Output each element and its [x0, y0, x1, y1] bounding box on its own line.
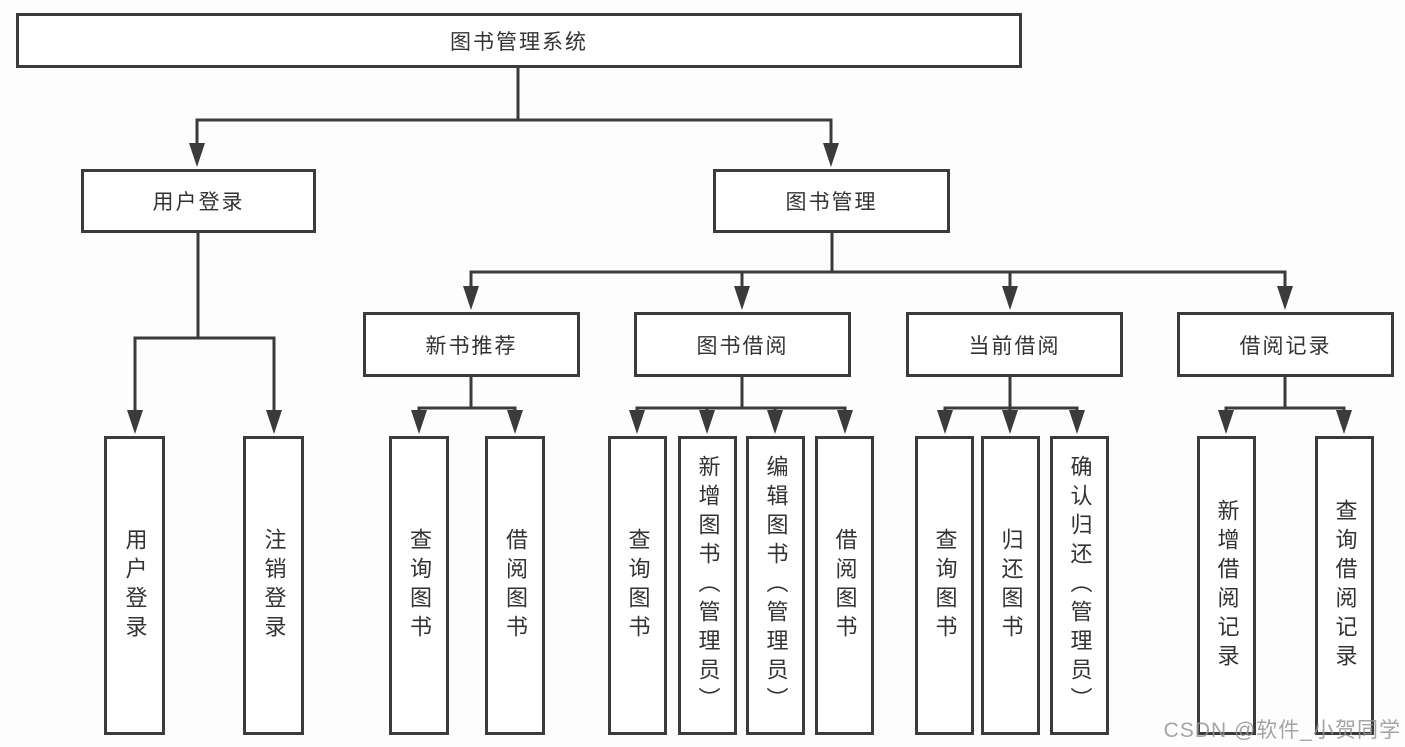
leaf-label: 查询图书	[407, 527, 432, 644]
arrowhead-icon	[1336, 410, 1352, 434]
arrowhead-icon	[629, 410, 645, 434]
node-new-book-recommendation: 新书推荐	[363, 312, 580, 377]
leaf-label: 查询借阅记录	[1332, 498, 1358, 673]
arrowhead-icon	[823, 143, 839, 167]
arrowhead-icon	[411, 410, 427, 434]
leaf-label: 查询图书	[625, 527, 651, 644]
leaf-confirm-return-admin: 确认归还（管理员）	[1050, 436, 1109, 735]
leaf-label: 确认归还（管理员）	[1067, 455, 1093, 716]
leaf-query-borrow-record: 查询借阅记录	[1315, 436, 1374, 735]
arrowhead-icon	[837, 410, 853, 434]
leaf-add-books-admin: 新增图书（管理员）	[678, 436, 737, 735]
arrowhead-icon	[1277, 286, 1293, 310]
arrowhead-icon	[1069, 410, 1085, 434]
leaf-label: 注销登录	[261, 527, 287, 644]
node-book-borrowing: 图书借阅	[634, 312, 851, 377]
arrowhead-icon	[189, 143, 205, 167]
node-book-management: 图书管理	[713, 169, 950, 233]
leaf-edit-books-admin: 编辑图书（管理员）	[746, 436, 805, 735]
arrowhead-icon	[127, 410, 143, 434]
node-root: 图书管理系统	[16, 13, 1022, 68]
leaf-label: 借阅图书	[503, 527, 528, 644]
arrowhead-icon	[937, 410, 953, 434]
leaf-label: 新增图书（管理员）	[695, 455, 721, 716]
arrowhead-icon	[507, 410, 523, 434]
arrowhead-icon	[266, 410, 282, 434]
leaf-borrow-books: 借阅图书	[815, 436, 874, 735]
arrowhead-icon	[767, 410, 783, 434]
arrowhead-icon	[463, 286, 479, 310]
leaf-borrow-books-rec: 借阅图书	[485, 436, 545, 735]
leaf-user-login: 用户登录	[104, 436, 165, 735]
leaf-label: 借阅图书	[832, 527, 858, 644]
arrowhead-icon	[1002, 410, 1018, 434]
node-user-login: 用户登录	[81, 169, 316, 233]
arrowhead-icon	[1002, 286, 1018, 310]
arrowhead-icon	[699, 410, 715, 434]
leaf-add-borrow-record: 新增借阅记录	[1197, 436, 1256, 735]
leaf-label: 新增借阅记录	[1214, 498, 1240, 673]
arrowhead-icon	[734, 286, 750, 310]
leaf-label: 用户登录	[122, 527, 148, 644]
leaf-query-books-rec: 查询图书	[389, 436, 449, 735]
leaf-query-books-borrow: 查询图书	[608, 436, 667, 735]
node-borrowing-records: 借阅记录	[1177, 312, 1394, 377]
leaf-query-books-current: 查询图书	[915, 436, 974, 735]
arrowhead-icon	[1218, 410, 1234, 434]
node-current-borrowing: 当前借阅	[906, 312, 1123, 377]
leaf-logout: 注销登录	[243, 436, 304, 735]
leaf-return-books: 归还图书	[981, 436, 1040, 735]
leaf-label: 查询图书	[932, 527, 958, 644]
leaf-label: 归还图书	[998, 527, 1024, 644]
leaf-label: 编辑图书（管理员）	[763, 455, 789, 716]
csdn-watermark: CSDN @软件_小贺同学	[1163, 719, 1401, 742]
